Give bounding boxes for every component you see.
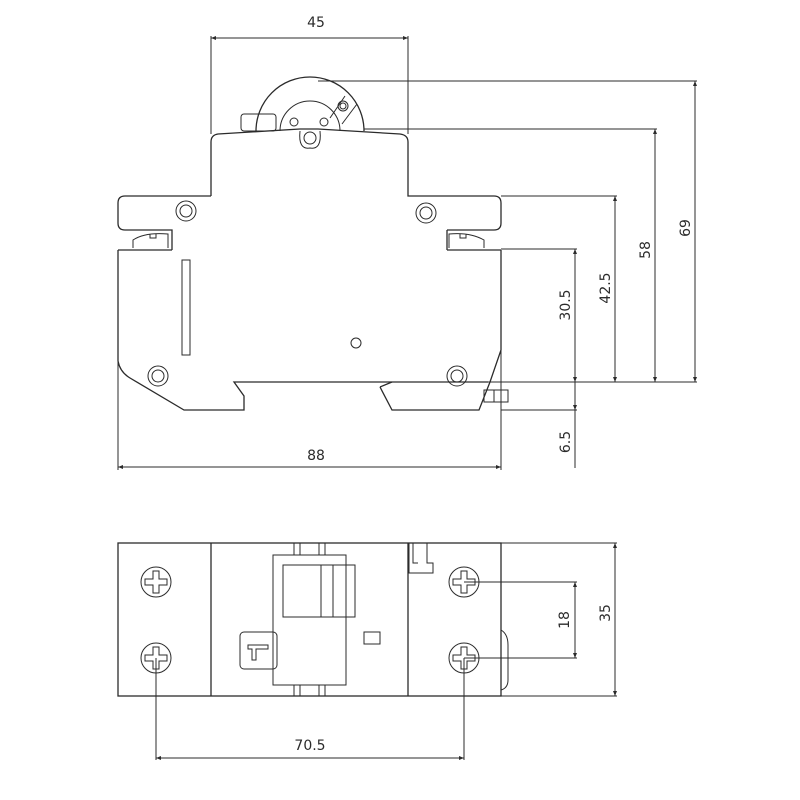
dim-label-6-5: 6.5 bbox=[558, 431, 574, 453]
dim-label-18: 18 bbox=[557, 611, 573, 629]
dimension-screw-horizontal: 70.5 bbox=[155, 658, 465, 760]
side-body-outline bbox=[117, 128, 502, 411]
side-tab bbox=[500, 629, 509, 691]
dimension-rail-offset: 6.5 bbox=[501, 382, 577, 468]
dimension-height-cover: 58 bbox=[364, 128, 657, 382]
dim-label-42-5: 42.5 bbox=[598, 272, 614, 303]
terminal-screw-right bbox=[448, 233, 485, 248]
screw-icon bbox=[140, 566, 480, 674]
side-rail-clip bbox=[379, 381, 491, 411]
dim-label-30-5: 30.5 bbox=[558, 289, 574, 320]
rail-latch bbox=[483, 389, 509, 403]
dim-label-58: 58 bbox=[638, 241, 654, 259]
dimension-overall-depth: 88 bbox=[117, 350, 502, 470]
dimension-height-shoulder: 42.5 bbox=[501, 195, 617, 382]
indicator-window bbox=[363, 631, 381, 645]
indicator-dot bbox=[350, 337, 362, 349]
dim-label-69: 69 bbox=[678, 219, 694, 237]
dim-label-88: 88 bbox=[307, 448, 325, 464]
terminal-screw-left bbox=[132, 233, 169, 248]
dim-label-70-5: 70.5 bbox=[294, 738, 325, 754]
toggle-handle bbox=[240, 76, 365, 149]
dimension-screw-vertical: 18 bbox=[464, 581, 577, 659]
dim-label-45: 45 bbox=[307, 15, 325, 31]
indicator-slot bbox=[181, 259, 191, 356]
test-button bbox=[239, 631, 278, 670]
side-view: 45 88 69 58 42.5 bbox=[117, 15, 697, 470]
front-view: 70.5 18 35 bbox=[117, 542, 617, 760]
dimension-width: 35 bbox=[501, 542, 617, 697]
dimension-height-terminal: 30.5 bbox=[501, 248, 577, 382]
dimension-top-width: 45 bbox=[210, 15, 409, 134]
front-handle bbox=[272, 543, 356, 696]
dim-label-35: 35 bbox=[598, 604, 614, 622]
rivet-icon bbox=[147, 200, 468, 387]
front-body-outline bbox=[117, 542, 502, 697]
dimension-height-total: 69 bbox=[318, 80, 697, 382]
front-latch bbox=[408, 543, 434, 574]
test-t-icon bbox=[247, 644, 269, 661]
